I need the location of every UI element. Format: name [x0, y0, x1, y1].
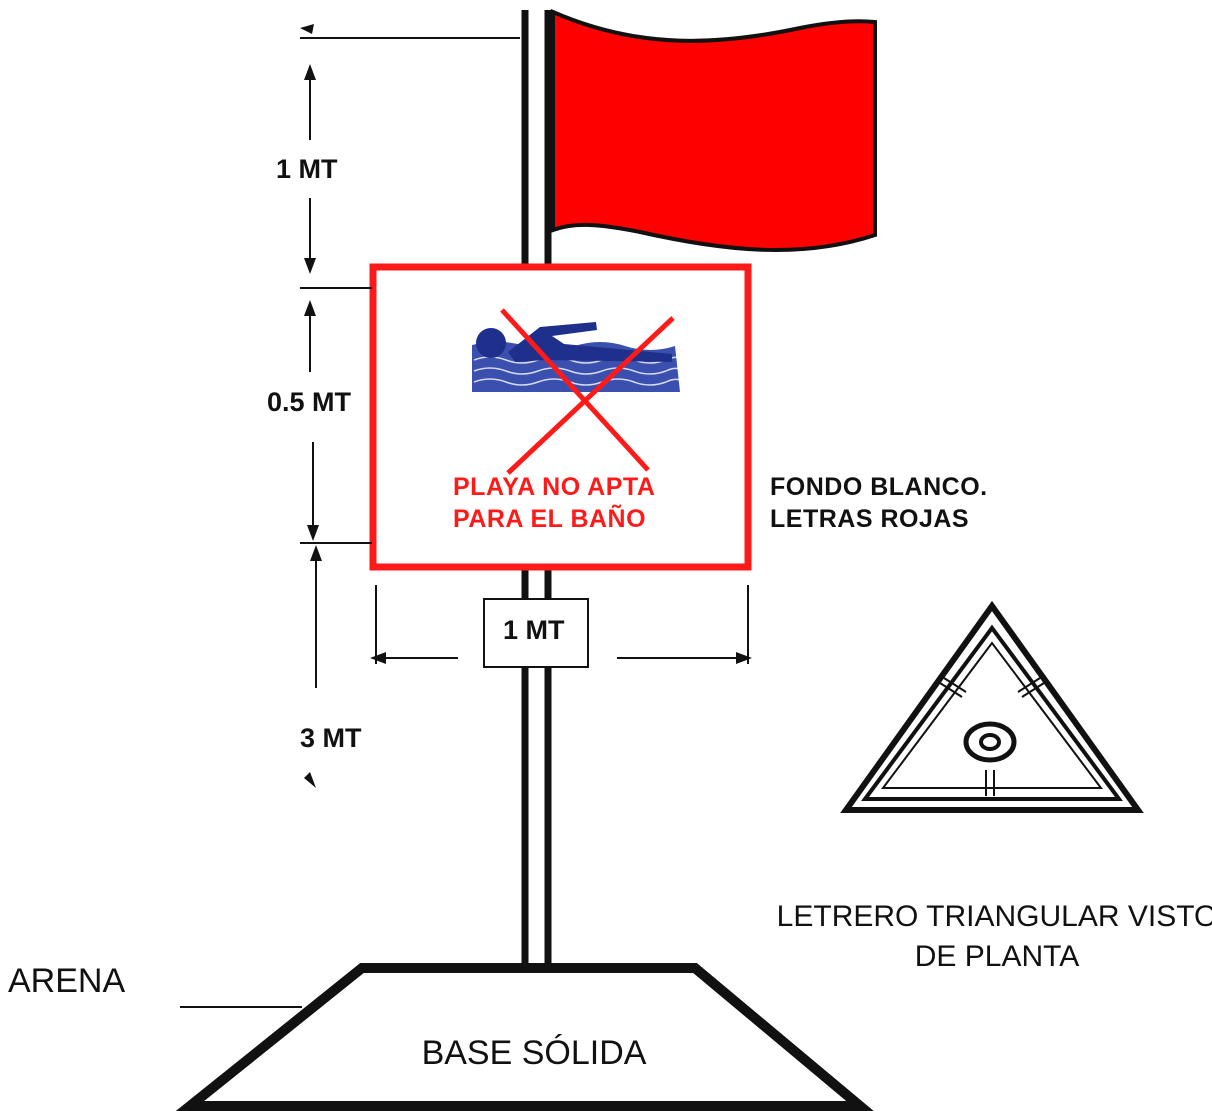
dim-sign-width-label: 1 MT: [503, 615, 565, 645]
triangle-caption-line2: DE PLANTA: [915, 940, 1080, 973]
dim-sign-height-label: 0.5 MT: [267, 387, 352, 417]
dimension-sign-height: [300, 300, 372, 544]
sign-board: [369, 263, 752, 571]
red-flag: [551, 8, 877, 252]
sign-text-line1: PLAYA NO APTA: [453, 473, 655, 501]
triangle-sign-top-view-icon: [840, 600, 1144, 813]
dim-pole-label: 3 MT: [300, 723, 362, 753]
triangle-caption-line1: LETRERO TRIANGULAR VISTO: [777, 900, 1212, 933]
dim-flag-label: 1 MT: [276, 154, 338, 184]
solid-base: [175, 963, 874, 1111]
sign-width-label-box: [483, 598, 589, 668]
sign-text-line2: PARA EL BAÑO: [453, 503, 646, 533]
arena-label: ARENA: [8, 962, 125, 1000]
dimension-flag: [300, 24, 520, 289]
no-swimming-icon: [472, 308, 681, 475]
dimension-pole: [304, 545, 322, 788]
note-line2: LETRAS ROJAS: [770, 505, 969, 533]
note-line1: FONDO BLANCO.: [770, 473, 988, 501]
base-label: BASE SÓLIDA: [422, 1034, 647, 1072]
dimension-sign-width: [370, 585, 752, 664]
